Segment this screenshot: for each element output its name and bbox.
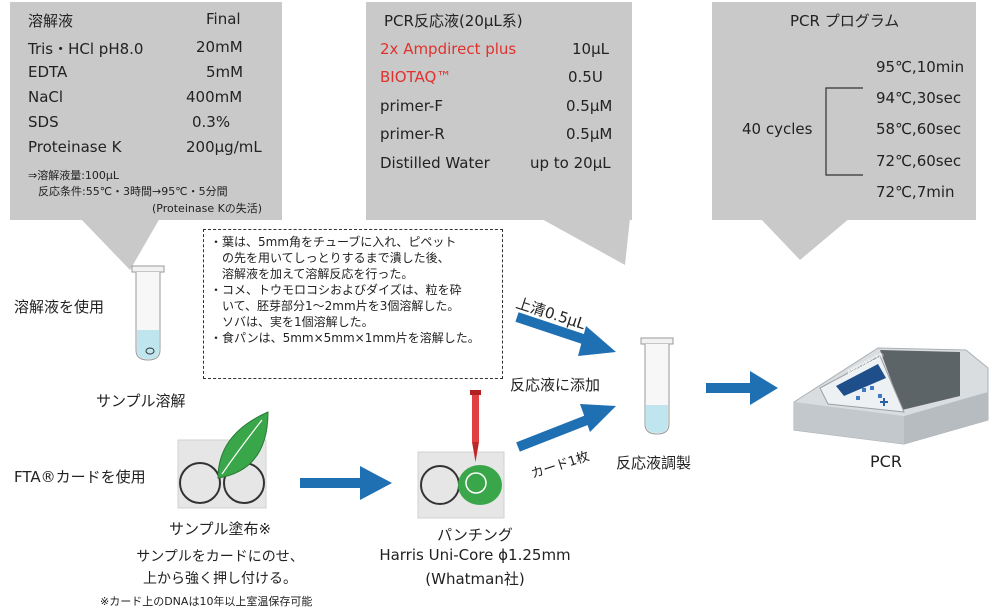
pcr-cycle-step: 94℃,30sec	[876, 89, 962, 107]
method-note: ・葉は、5mm角をチューブに入れ、ピペット の先を用いてしっとりするまで潰した後…	[203, 229, 503, 379]
method-note-line: の先を用いてしっとりするまで潰した後、	[210, 251, 450, 265]
method-note-line: ・食パンは、5mm×5mm×1mm片を溶解した。	[210, 331, 480, 345]
lysis-note-inactivation: (Proteinase Kの失活)	[152, 202, 263, 215]
callout-lysis	[10, 2, 282, 270]
lysis-row-value: 200μg/mL	[186, 138, 262, 156]
tube-lysis-icon	[131, 265, 165, 361]
pcr-mix-row-name: Distilled Water	[380, 154, 490, 172]
pcr-program-title: PCR プログラム	[790, 12, 900, 30]
pcr-cycle-step: 72℃,60sec	[876, 152, 962, 170]
label-sample-apply: サンプル塗布※	[168, 520, 272, 538]
pcr-mix-row-value: 0.5μM	[566, 125, 613, 143]
cycle-bracket	[825, 87, 863, 176]
lysis-header-right: Final	[206, 10, 241, 28]
lysis-row-name: Proteinase K	[28, 138, 122, 156]
punch-tool-icon	[470, 390, 481, 462]
method-note-line: ・コメ、トウモロコシおよびダイズは、粒を砕	[210, 283, 462, 297]
pcr-mix-row-name: 2x Ampdirect plus	[380, 40, 517, 58]
pcr-machine-icon	[793, 347, 989, 445]
lysis-row-value: 0.3%	[192, 113, 231, 131]
method-note-line: 溶解液を加えて溶解反応を行った。	[210, 267, 414, 281]
label-sample-apply-desc1: サンプルをカードにのせ、	[136, 549, 304, 565]
label-reaction-prep: 反応液調製	[616, 454, 692, 472]
method-note-line: ・葉は、5mm角をチューブに入れ、ピペット	[210, 235, 457, 249]
label-use-fta: FTA®カードを使用	[14, 468, 146, 486]
label-pcr: PCR	[870, 452, 902, 471]
label-punch-maker: (Whatman社)	[425, 570, 525, 588]
arrow-to-punch	[300, 466, 392, 500]
arrow-to-pcr	[706, 371, 778, 405]
pcr-step-final: 72℃,7min	[876, 183, 955, 201]
footnote-dna-storage: ※カード上のDNAは10年以上室温保存可能	[100, 595, 313, 608]
lysis-row-name: EDTA	[28, 63, 68, 81]
lysis-note-conditions: 反応条件:55℃・3時間→95℃・5分間	[38, 185, 228, 198]
pcr-mix-row-value: 10μL	[572, 40, 609, 58]
lysis-row-value: 20mM	[196, 38, 243, 56]
label-use-lysis: 溶解液を使用	[14, 298, 105, 316]
pcr-mix-row-value: up to 20μL	[530, 154, 611, 172]
pcr-mix-row-name: primer-F	[380, 97, 443, 115]
arrow-card	[516, 404, 616, 452]
pcr-cycles-label: 40 cycles	[742, 120, 813, 138]
method-note-line: ソバは、実を1個溶解した。	[210, 315, 374, 329]
pcr-mix-title: PCR反応液(20μL系)	[384, 12, 523, 30]
arrow-supernatant	[515, 312, 616, 356]
lysis-row-value: 400mM	[186, 88, 243, 106]
lysis-row-name: NaCl	[28, 88, 64, 106]
pcr-step-initial: 95℃,10min	[876, 58, 965, 76]
callout-pcr-mix	[366, 2, 632, 265]
lysis-note-volume: ⇒溶解液量:100μL	[28, 169, 120, 182]
pcr-mix-row-name: primer-R	[380, 125, 445, 143]
leaf-icon	[217, 411, 269, 479]
label-punching: パンチング	[437, 526, 513, 544]
pcr-cycle-step: 58℃,60sec	[876, 120, 962, 138]
pcr-mix-row-value: 0.5μM	[566, 97, 613, 115]
pcr-mix-row-name: BIOTAQ™	[380, 68, 452, 86]
lysis-row-name: SDS	[28, 113, 59, 131]
lysis-row-name: Tris・HCl pH8.0	[28, 40, 144, 58]
label-punch-tool: Harris Uni-Core ϕ1.25mm	[379, 546, 571, 564]
method-note-line: いて、胚芽部分1〜2mm片を3個溶解した。	[210, 299, 460, 313]
fta-card-punched-icon	[417, 451, 505, 519]
lysis-header-left: 溶解液	[28, 12, 74, 30]
label-sample-apply-desc2: 上から強く押し付ける。	[143, 571, 297, 587]
arrows	[300, 312, 778, 500]
pcr-mix-row-value: 0.5U	[568, 68, 603, 86]
label-add-to-reaction: 反応液に添加	[510, 376, 601, 394]
label-sample-lysis: サンプル溶解	[96, 392, 186, 410]
callout-pcr-program	[712, 2, 976, 260]
lysis-row-value: 5mM	[206, 63, 244, 81]
tube-reaction-icon	[640, 337, 674, 435]
